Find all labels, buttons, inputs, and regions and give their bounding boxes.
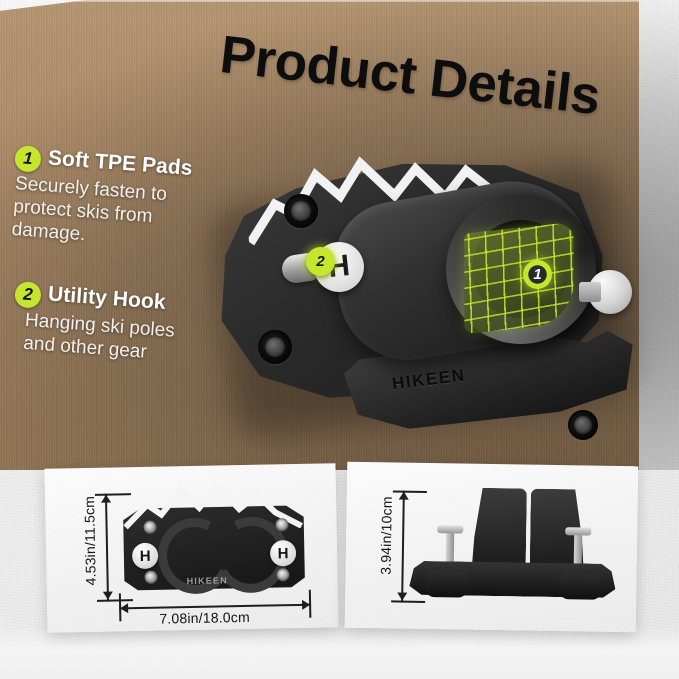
screw-top-left-icon — [284, 194, 318, 228]
floor-gradient — [0, 627, 679, 679]
callout-body-1: Securely fasten to protect skis from dam… — [10, 173, 168, 246]
front-view-mountain-icon — [123, 480, 304, 531]
front-view-product: H H HIKEEN — [117, 480, 311, 604]
side-view-bolt-right — [573, 533, 583, 568]
depth-dimension-line — [401, 490, 405, 603]
callout-badge-2: 2 — [14, 280, 42, 309]
height-arrow-down — [102, 591, 113, 600]
width-arrow-right — [302, 599, 311, 610]
height-dimension-label: 4.53in/11.5cm — [80, 495, 99, 586]
height-arrow-up — [100, 494, 112, 503]
depth-dimension-label: 3.94in/10cm — [377, 496, 395, 575]
screw-bottom-left-icon — [258, 330, 292, 364]
side-view-fin-left — [472, 488, 527, 571]
hero-pin-badge-1: 1 — [523, 260, 552, 289]
dimension-panel-side-view: 3.94in/10cm — [344, 461, 639, 633]
side-view-product — [409, 487, 617, 608]
depth-extension-bottom — [391, 600, 426, 603]
depth-arrow-down — [397, 592, 408, 601]
side-view-foot-right — [559, 573, 602, 600]
width-dimension-label: 7.08in/18.0cm — [159, 608, 251, 627]
tpe-pad-highlight — [464, 221, 574, 335]
depth-arrow-up — [398, 491, 409, 500]
callout-soft-tpe-pads: 1 Soft TPE Pads Securely fasten to prote… — [9, 144, 200, 254]
hero-pin-badge-2: 2 — [306, 247, 335, 276]
front-view-brand-text: HIKEEN — [186, 575, 228, 587]
utility-hook-knob — [579, 270, 632, 314]
screw-bottom-right-icon — [568, 410, 598, 440]
hero-product-image: H HIKEEN 2 1 — [196, 142, 676, 440]
callout-utility-hook: 2 Utility Hook Hanging ski poles and oth… — [11, 280, 210, 368]
dimension-panel-front-view: H H HIKEEN 4.53in/11.5cm 7.08in/18.0cm — [44, 463, 339, 633]
side-view-bolt-left — [445, 531, 455, 566]
width-arrow-left — [120, 603, 129, 614]
side-view-foot-left — [425, 570, 468, 598]
height-dimension-line — [104, 493, 109, 602]
callout-badge-1: 1 — [14, 144, 42, 173]
width-dimension-line — [119, 603, 312, 609]
